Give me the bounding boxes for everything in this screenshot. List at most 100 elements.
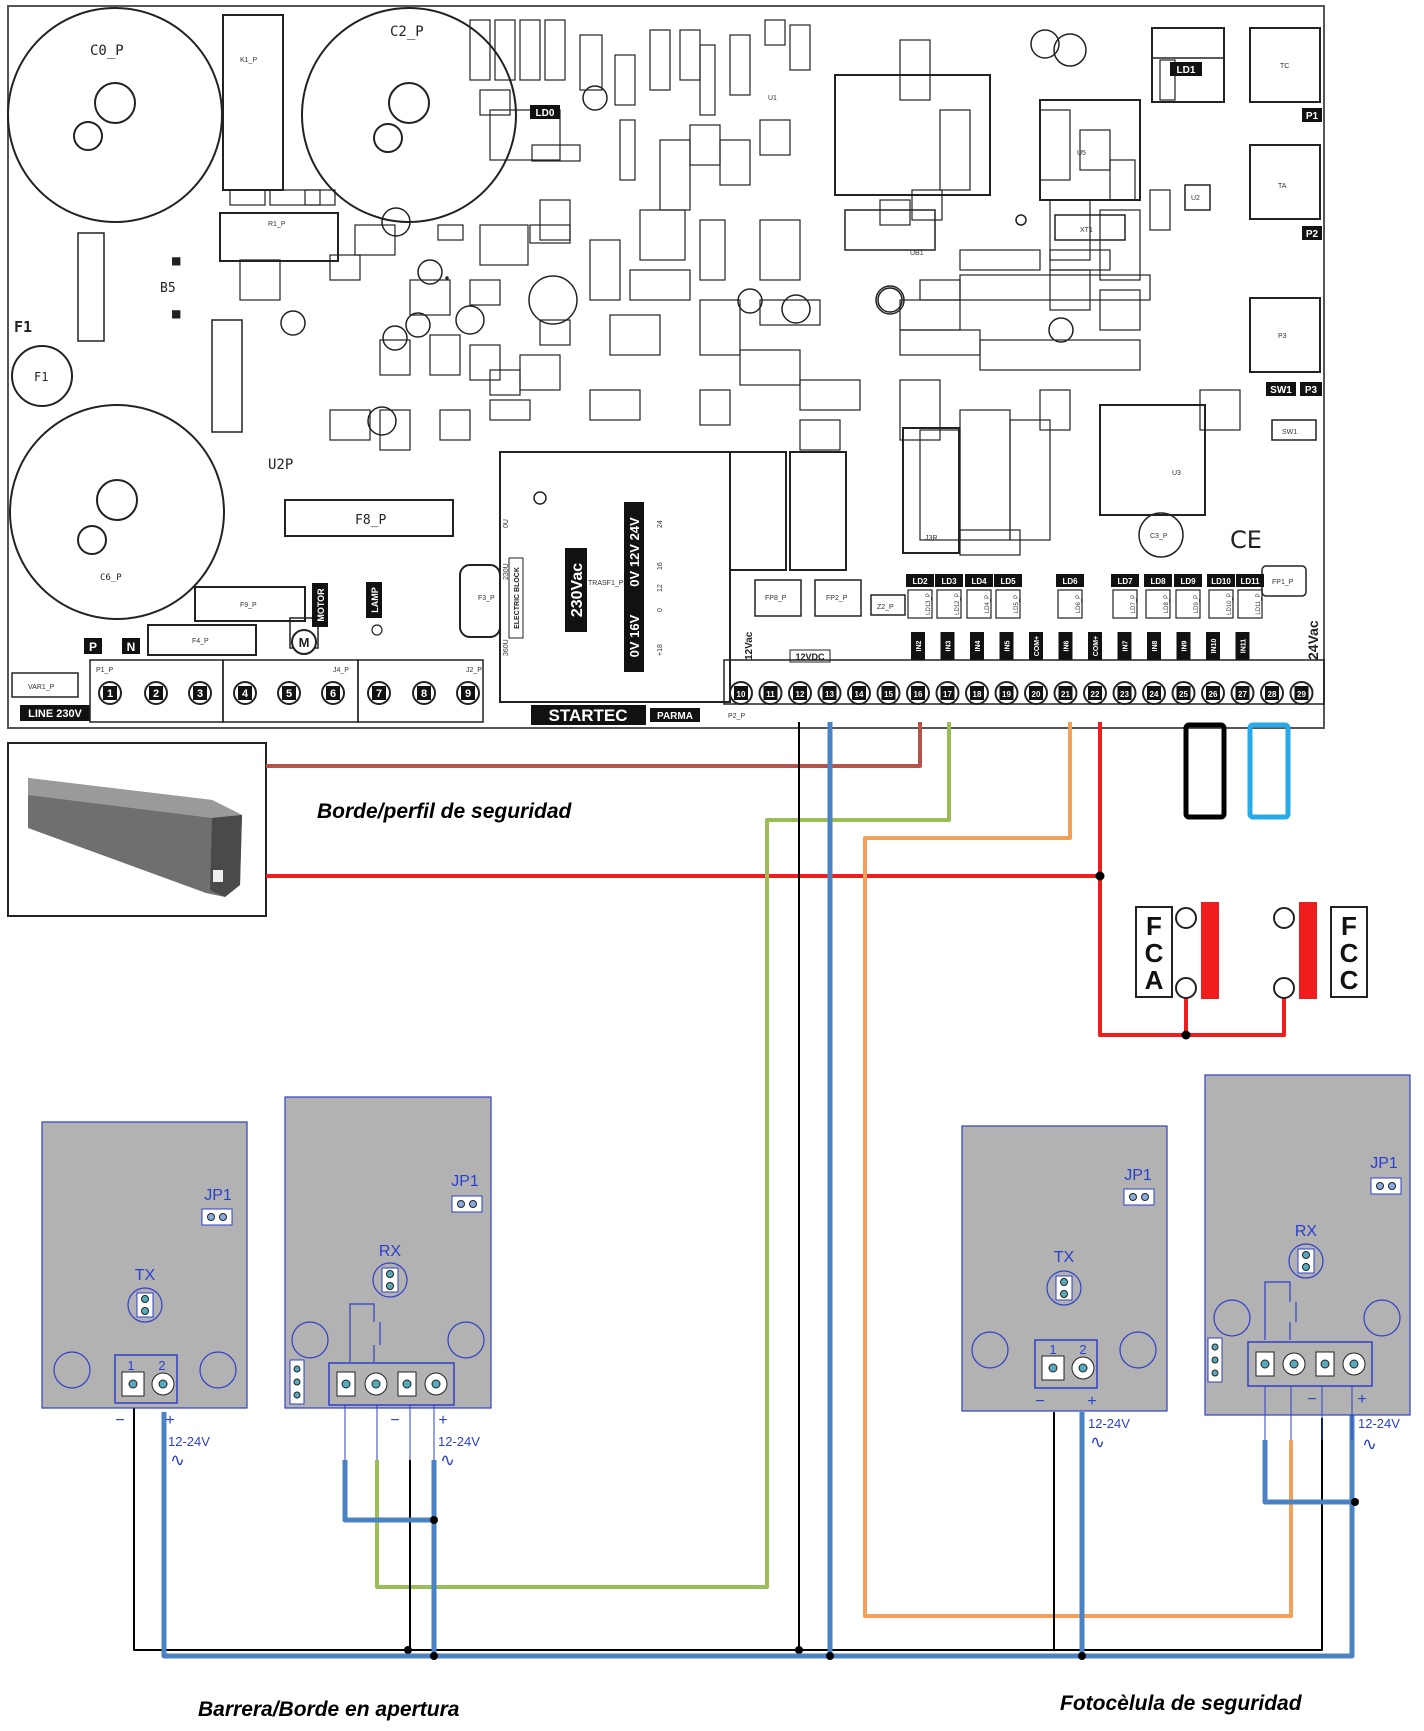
svg-text:LD7_P: LD7_P — [1131, 595, 1137, 613]
limit-switch-fcc: F C C — [1273, 902, 1368, 999]
svg-text:+: + — [1357, 1391, 1366, 1408]
svg-text:+: + — [165, 1412, 174, 1429]
caption-safety-edge: Borde/perfil de seguridad — [317, 800, 573, 823]
svg-text:C: C — [1340, 965, 1359, 995]
terminal-12: 12 — [788, 681, 812, 705]
caption-photocell: Fotocèlula de seguridad — [1060, 1692, 1303, 1715]
f1-label: F1 — [34, 370, 48, 384]
fuse-f4 — [147, 624, 257, 656]
svg-text:LD13_P: LD13_P — [926, 593, 932, 615]
c0-label: C0_P — [90, 43, 124, 59]
svg-text:P1_P: P1_P — [96, 667, 113, 674]
terminal-block-io — [723, 659, 1325, 705]
safety-edge — [7, 742, 267, 917]
input-label: IN7 — [1117, 632, 1132, 660]
c2-label: C2_P — [390, 24, 424, 40]
label-p: P — [89, 640, 97, 654]
svg-text:LD6_P: LD6_P — [1076, 595, 1082, 613]
input-label: COM+ — [1088, 632, 1102, 660]
brand-sub: PARMA — [657, 711, 693, 722]
c6-label: C6_P — [100, 573, 122, 583]
terminal-number: 28 — [1268, 690, 1277, 699]
terminal-number: 11 — [766, 690, 775, 699]
f4-label: F4_P — [192, 638, 209, 645]
svg-text:LD11: LD11 — [1240, 577, 1260, 586]
svg-text:1: 1 — [127, 1358, 134, 1373]
terminal-number: 25 — [1179, 690, 1188, 699]
svg-text:J3R: J3R — [925, 535, 937, 542]
terminal-1: 1 — [98, 681, 122, 705]
terminal-number: 3 — [197, 688, 203, 700]
capacitor-c0: C0_P — [7, 7, 223, 223]
terminal-number: 10 — [737, 690, 746, 699]
terminal-26: 26 — [1201, 681, 1225, 705]
input-label: IN2 — [911, 632, 925, 660]
label-p1: P1 — [1302, 108, 1322, 122]
svg-text:24: 24 — [657, 520, 664, 528]
svg-text:TC: TC — [1280, 63, 1289, 70]
svg-text:RX: RX — [379, 1243, 402, 1260]
svg-text:LD5_P: LD5_P — [1014, 595, 1020, 613]
k1-label: K1_P — [240, 57, 257, 64]
terminal-27: 27 — [1230, 681, 1255, 705]
terminal-10: 10 — [729, 681, 753, 705]
svg-text:LD4: LD4 — [971, 577, 987, 586]
electric-block-label: ELECTRIC BLOCK — [514, 567, 521, 629]
input-label: IN3 — [940, 632, 955, 660]
svg-text:−: − — [115, 1412, 124, 1429]
terminal-20: 20 — [1024, 681, 1048, 705]
svg-text:UB1: UB1 — [910, 250, 924, 257]
varistor — [11, 672, 79, 698]
label-ld1: LD1 — [1170, 62, 1202, 76]
terminal-number: 24 — [1150, 690, 1159, 699]
fuse-f8 — [284, 499, 454, 537]
f9-label: F9_P — [240, 602, 257, 609]
svg-text:−: − — [1035, 1393, 1044, 1410]
svg-text:XT1: XT1 — [1080, 227, 1093, 234]
terminal-15: 15 — [876, 681, 901, 705]
svg-text:J2_P: J2_P — [466, 667, 482, 674]
svg-text:SW1: SW1 — [1282, 429, 1297, 436]
terminal-number: 26 — [1209, 690, 1218, 699]
svg-text:J4_P: J4_P — [333, 667, 349, 674]
svg-text:U1: U1 — [768, 95, 777, 102]
svg-text:FP8_P: FP8_P — [765, 595, 787, 602]
svg-text:2: 2 — [1079, 1342, 1086, 1357]
terminal-number: 15 — [884, 690, 893, 699]
terminal-number: 21 — [1061, 690, 1070, 699]
svg-text:P2_P: P2_P — [728, 713, 745, 720]
svg-text:LD5: LD5 — [1000, 577, 1016, 586]
svg-text:+: + — [1087, 1393, 1096, 1410]
chip-ub1 — [834, 74, 991, 196]
terminal-8: 8 — [412, 681, 436, 705]
photocell-rx-left: JP1 RX − + 12-24V ∿ — [284, 1096, 492, 1470]
label-ld0: LD0 — [530, 105, 560, 119]
svg-text:IN8: IN8 — [1152, 640, 1159, 651]
control-board: C0_P C2_P C6_P F1 F1 K1_P R1_P ■ B5 ■ U2… — [7, 5, 1325, 729]
svg-text:P3: P3 — [1278, 333, 1287, 340]
terminal-28: 28 — [1260, 681, 1284, 705]
photocell-tx-right: JP1 TX 1 2 − + 12-24V ∿ — [961, 1125, 1168, 1452]
terminal-number: 6 — [330, 688, 336, 700]
ce-mark: CE — [1230, 526, 1262, 554]
svg-text:∿: ∿ — [1090, 1432, 1105, 1452]
svg-text:IN9: IN9 — [1182, 640, 1189, 651]
svg-text:IN2: IN2 — [916, 640, 923, 651]
svg-text:+: + — [438, 1412, 447, 1429]
f1-top-label: F1 — [14, 318, 32, 336]
svg-text:C3_P: C3_P — [1150, 533, 1168, 540]
svg-text:JP1: JP1 — [204, 1187, 232, 1204]
svg-text:∿: ∿ — [170, 1450, 185, 1470]
transformer-name: TRASF1_P — [588, 580, 624, 587]
svg-text:Z2_P: Z2_P — [877, 604, 894, 611]
small-capacitors — [280, 29, 1074, 505]
terminal-number: 22 — [1091, 690, 1100, 699]
input-label: IN8 — [1147, 632, 1161, 660]
terminal-16: 16 — [906, 681, 930, 705]
led-labels: LD2LD13_PLD3LD12_PLD4LD4_PLD5LD5_PLD6LD6… — [906, 574, 1264, 619]
